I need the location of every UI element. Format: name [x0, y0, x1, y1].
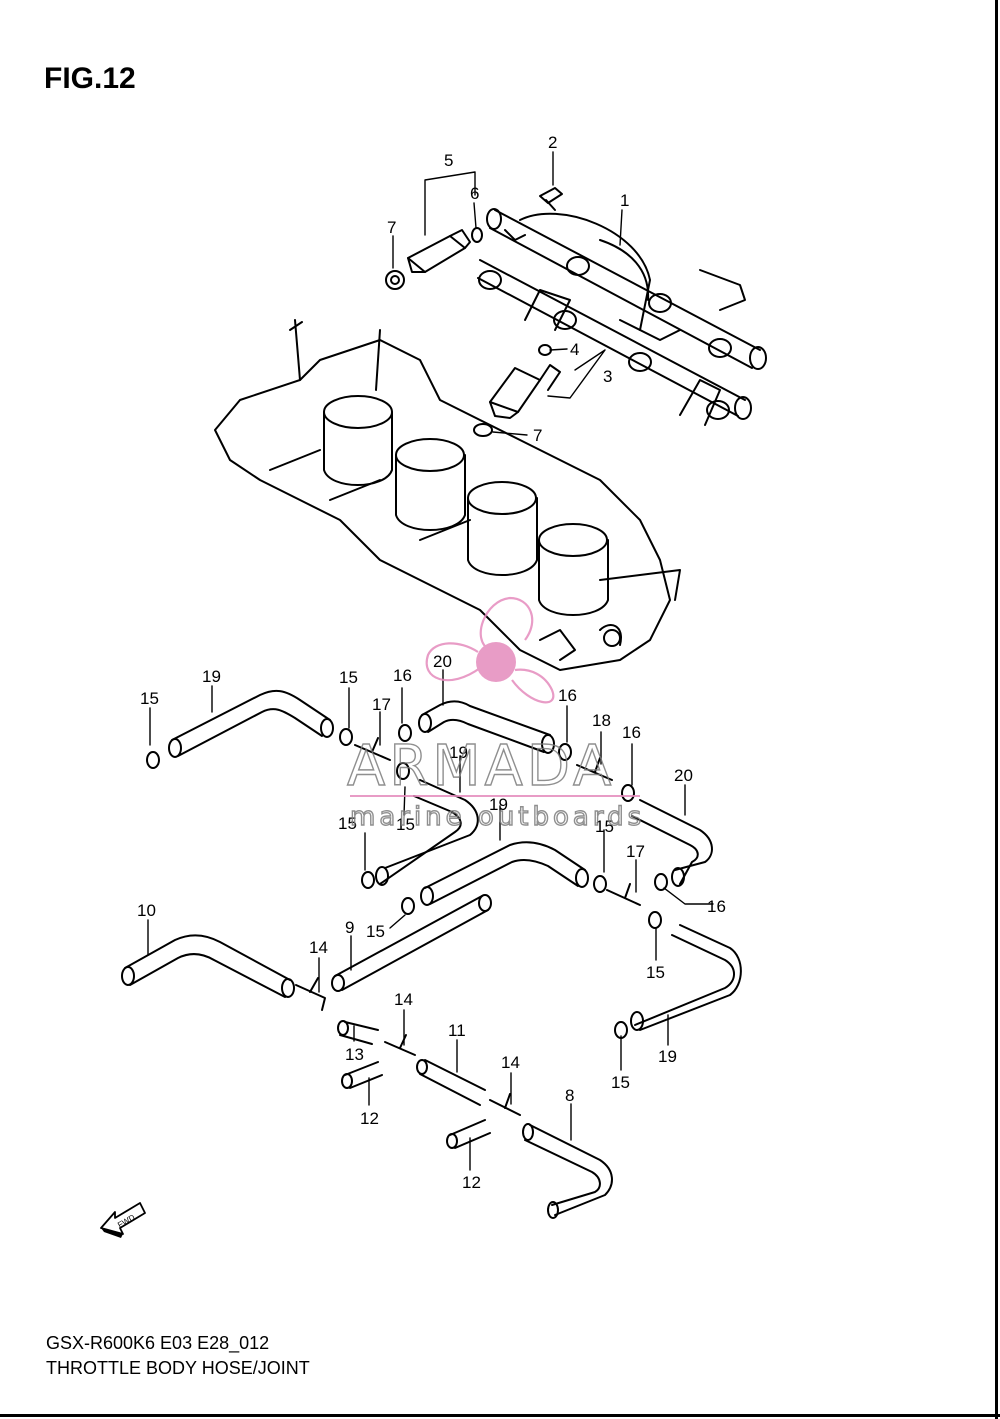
assembly-name-caption: THROTTLE BODY HOSE/JOINT [46, 1358, 310, 1378]
watermark: ARMADA marine outboards [346, 596, 645, 833]
callout-16: 16 [622, 723, 641, 742]
callout-12: 12 [462, 1173, 481, 1192]
callout-15: 15 [595, 817, 614, 836]
hose-joints-drawing [295, 737, 641, 1116]
callout-8: 8 [565, 1086, 574, 1105]
fwd-arrow-icon: FWD [100, 1202, 146, 1238]
callout-16: 16 [707, 897, 726, 916]
callout-1: 1 [620, 191, 629, 210]
callout-4: 4 [570, 340, 579, 359]
callout-20: 20 [433, 652, 452, 671]
callout-5: 5 [444, 151, 453, 170]
throttle-body-drawing [214, 319, 681, 671]
figure-title: FIG.12 [44, 62, 136, 95]
callout-14: 14 [394, 990, 413, 1009]
fuel-rail-drawing [477, 208, 767, 426]
callout-15: 15 [646, 963, 665, 982]
callout-19: 19 [658, 1047, 677, 1066]
upper-injector-drawing [385, 227, 483, 290]
callout-17: 17 [372, 695, 391, 714]
hoses-drawing [121, 689, 742, 1219]
callout-15: 15 [339, 668, 358, 687]
callout-12: 12 [360, 1109, 379, 1128]
callout-17: 17 [626, 842, 645, 861]
callout-19: 19 [489, 795, 508, 814]
frame-bottom-edge [0, 1414, 1000, 1417]
callout-2: 2 [548, 133, 557, 152]
leader-lines [147, 151, 714, 1171]
watermark-tagline: marine outboards [350, 802, 645, 832]
hose-clips-drawing [146, 724, 668, 1039]
callout-15: 15 [140, 689, 159, 708]
callout-3: 3 [603, 367, 612, 386]
callout-15: 15 [338, 814, 357, 833]
callout-15: 15 [366, 922, 385, 941]
callout-6: 6 [470, 184, 479, 203]
callout-7: 7 [387, 218, 396, 237]
callout-15: 15 [396, 815, 415, 834]
propeller-logo-icon [425, 596, 555, 704]
callout-16: 16 [393, 666, 412, 685]
callout-11: 11 [448, 1021, 466, 1040]
callout-14: 14 [309, 938, 328, 957]
bolt-drawing [539, 187, 563, 211]
frame-right-edge [995, 0, 998, 1419]
lower-injector-drawing [473, 344, 561, 437]
callout-10: 10 [137, 901, 156, 920]
callout-18: 18 [592, 711, 611, 730]
callout-20: 20 [674, 766, 693, 785]
callout-16: 16 [558, 686, 577, 705]
callout-19: 19 [449, 743, 468, 762]
callout-19: 19 [202, 667, 221, 686]
callout-15: 15 [611, 1073, 630, 1092]
callout-9: 9 [345, 918, 354, 937]
callout-7: 7 [533, 426, 542, 445]
watermark-brand: ARMADA [347, 734, 615, 799]
model-code-caption: GSX-R600K6 E03 E28_012 [46, 1333, 270, 1353]
callout-14: 14 [501, 1053, 520, 1072]
callout-13: 13 [345, 1045, 364, 1064]
